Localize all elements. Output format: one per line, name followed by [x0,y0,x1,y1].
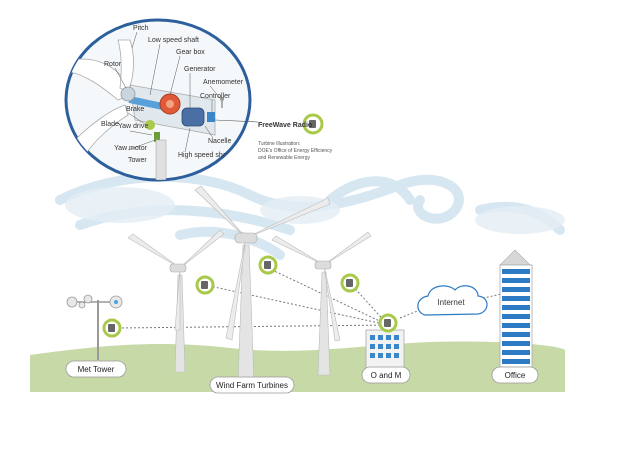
internet-cloud: Internet [417,285,488,316]
credit-line-2: DOE's Office of Energy Efficiency [258,148,333,154]
label-blade: Blade [101,121,119,128]
label-tower: Tower [128,157,147,164]
office-window-stripe [502,278,530,283]
office-window-stripe [502,359,530,364]
sky-swirl-fill [65,187,565,234]
label-gear-box: Gear box [176,49,205,56]
svg-text:Met Tower: Met Tower [78,365,115,374]
label-rotor: Rotor [104,61,122,68]
office-window-stripe [502,287,530,292]
label-wind-farm: Wind Farm Turbines [209,376,295,394]
radio-badge-left-turbine [195,275,215,295]
label-anemometer: Anemometer [203,79,244,86]
label-nacelle: Nacelle [208,138,231,145]
freewave-radio-label: FreeWave Radio [258,122,312,129]
ground [30,341,565,392]
credit-line-3: and Renewable Energy [258,155,310,161]
office-window-stripe [502,314,530,319]
internet-label: Internet [437,298,465,307]
office-building [499,249,533,368]
credit-line-1: Turbine Illustration: [258,141,300,147]
o-and-m-building [365,329,405,371]
wind-turbine-right [271,231,372,376]
office-window-stripe [502,332,530,337]
label-generator: Generator [184,66,216,73]
radio-badges [102,255,398,338]
svg-text:Wind Farm Turbines: Wind Farm Turbines [216,381,288,390]
radio-badge-o-and-m [378,313,398,333]
radio-badge-met-tower [102,318,122,338]
office-window-stripe [502,269,530,274]
office-window-stripe [502,341,530,346]
office-stripes [502,269,530,364]
svg-text:Office: Office [505,371,526,380]
freewave-radio-callout: FreeWave Radio Turbine Illustration: DOE… [214,113,333,161]
label-met-tower: Met Tower [65,360,127,378]
label-brake: Brake [126,106,144,113]
label-office: Office [491,366,539,384]
label-pitch: Pitch [133,25,149,32]
wind-turbine-center [194,185,331,383]
radio-badge-right-turbine [340,273,360,293]
met-tower [66,294,123,360]
label-low-speed-shaft: Low speed shaft [148,37,199,44]
office-window-stripe [502,323,530,328]
label-high-speed-shaft: High speed shaft [178,152,231,159]
svg-text:O and M: O and M [371,371,402,380]
office-window-stripe [502,350,530,355]
label-controller: Controller [200,93,231,100]
office-window-stripe [502,296,530,301]
wind-turbine-left [127,229,225,373]
office-window-stripe [502,305,530,310]
radio-badge-center-turbine [258,255,278,275]
label-yaw-motor: Yaw motor [114,145,148,152]
label-o-and-m: O and M [361,366,411,384]
label-yaw-drive: Yaw drive [118,123,148,130]
nacelle-inset: Pitch Low speed shaft Rotor Gear box Gen… [64,18,252,182]
